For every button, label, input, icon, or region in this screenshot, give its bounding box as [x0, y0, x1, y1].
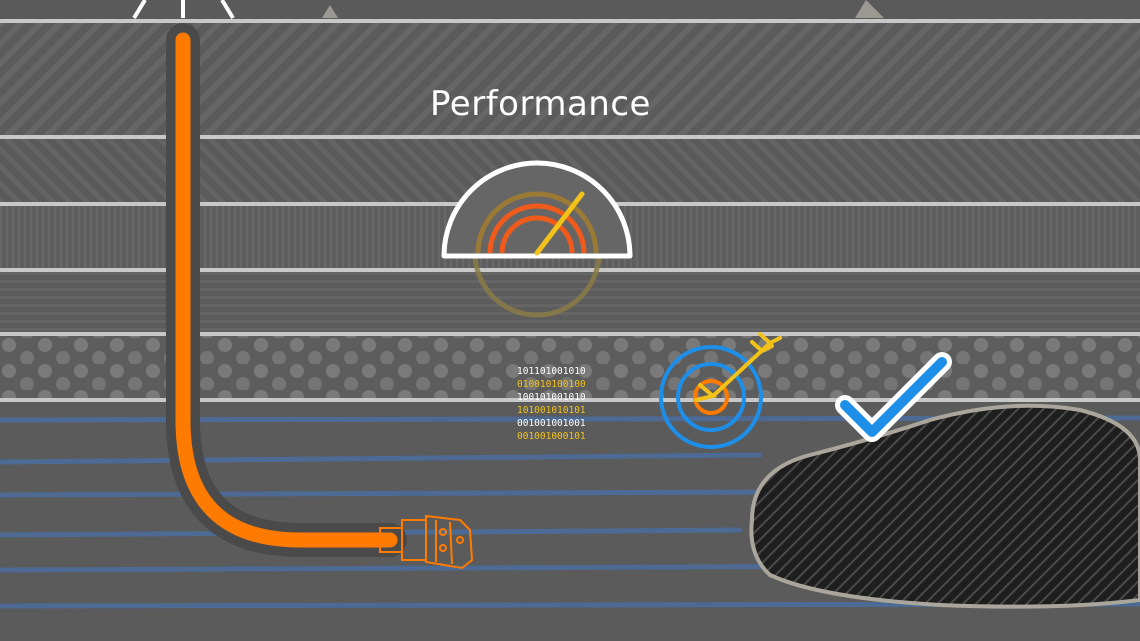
binary-line: 010010100100: [517, 379, 586, 390]
binary-data-block: 101101001010 010010100100 100101001010 1010…: [517, 365, 586, 443]
surface-marker-2: [855, 0, 884, 18]
surface-marker-1: [322, 5, 338, 18]
drill-bit-icon: [379, 514, 474, 570]
gauge-icon: [441, 160, 633, 318]
binary-line: 001001000101: [517, 431, 586, 442]
arrow-icon: [694, 332, 782, 402]
checkmark-icon: [835, 352, 952, 442]
binary-line: 100101001010: [517, 392, 586, 403]
reservoir-icon: [749, 403, 1140, 609]
binary-line: 101101001010: [517, 366, 586, 377]
drill-pipe: [175, 32, 398, 548]
binary-line: 101001010101: [517, 405, 586, 416]
page-title: Performance: [430, 84, 651, 124]
surface-band: [0, 0, 1140, 20]
drill-rig-icon: [132, 0, 235, 20]
binary-line: 001001001001: [517, 418, 586, 429]
target-icon: [659, 345, 763, 449]
